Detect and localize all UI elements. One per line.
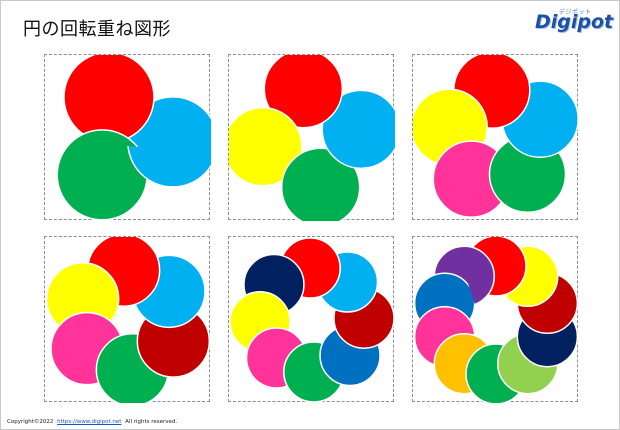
circle-sky [321,89,395,170]
circle-red [263,55,344,129]
copyright-text: Copyright©2022 [7,419,54,425]
circle-figure-8 [229,237,395,403]
circle-figure-panel-6[interactable] [44,236,211,403]
circle-green [280,147,361,221]
circle-figure-panel-8[interactable] [228,236,395,403]
circle-figure-panel-10[interactable] [412,236,579,403]
circle-figure-5 [413,55,579,218]
rights-text: All rights reserved. [125,419,178,425]
circle-green-overlap [58,129,148,149]
circle-figure-10 [413,237,579,403]
circle-figure-4 [229,55,395,221]
page-title: 円の回転重ね図形 [23,19,171,40]
circle-red [63,55,155,143]
circle-figure-6 [45,237,211,403]
circle-figure-3 [56,55,211,221]
circle-figure-panel-3[interactable] [44,54,211,221]
footer-copyright: Copyright©2022 https://www.digipot.net A… [7,419,177,425]
logo-subtext: デジポット [559,9,592,16]
logo-wordmark: Digipot [535,11,614,33]
circle-figure-panel-5[interactable] [412,54,579,220]
circle-figure-panel-4[interactable] [228,54,395,221]
site-link[interactable]: https://www.digipot.net [57,419,122,425]
digipot-logo: デジポット Digipot [535,7,613,41]
